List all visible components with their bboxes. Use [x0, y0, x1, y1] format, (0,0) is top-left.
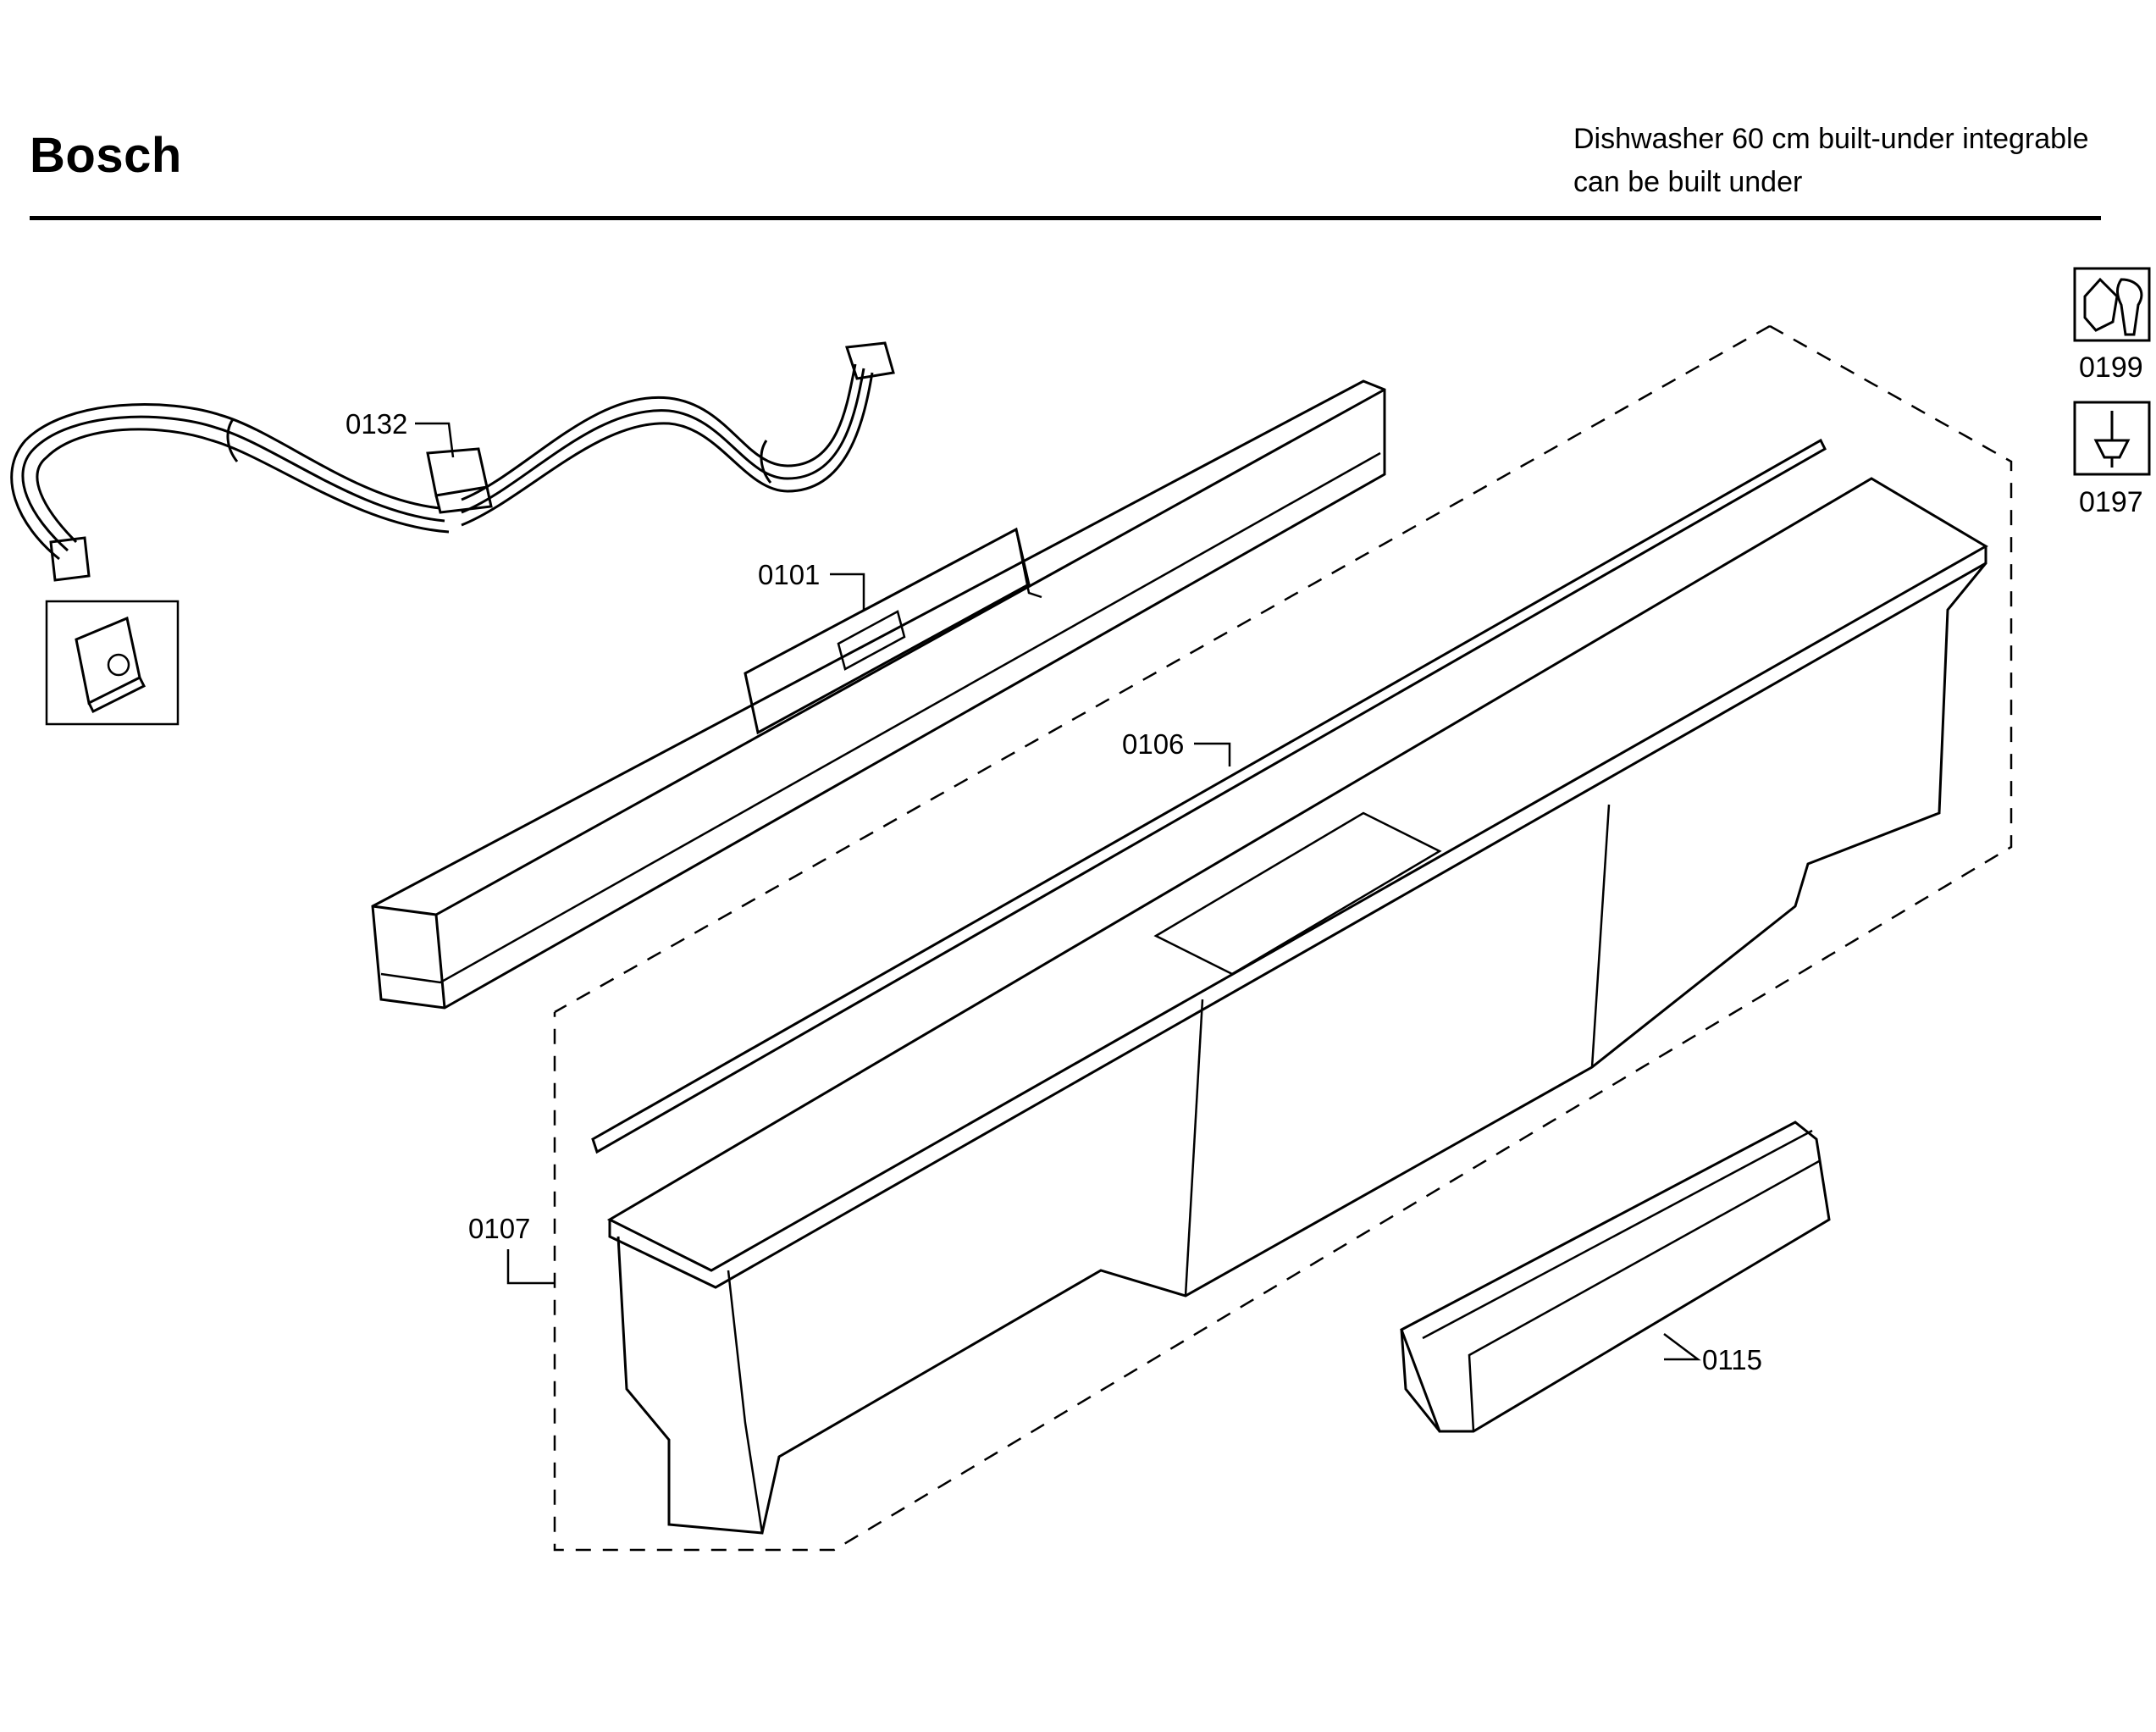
screwdriver-icon: [2073, 401, 2151, 476]
part-label-0101: 0101: [758, 559, 820, 590]
seal-strip: [591, 438, 1827, 1154]
model-description-line-2: can be built under: [1573, 166, 1803, 198]
part-label-0132: 0132: [346, 408, 407, 440]
part-label-0115: 0115: [1702, 1344, 1762, 1375]
control-panel: [606, 477, 1988, 1535]
control-module: [371, 379, 1386, 1010]
leader-0132: [415, 422, 455, 458]
part-label-0106: 0106: [1122, 728, 1184, 760]
leader-0101: [830, 573, 865, 610]
connector-detail-inset: [45, 600, 180, 726]
handle: [1400, 1121, 1831, 1433]
leader-0115: [1663, 1333, 1701, 1361]
assembly-boundary: [553, 324, 2013, 1552]
wrench-icon: [2073, 267, 2151, 342]
header-divider: [30, 216, 2101, 220]
leader-0106: [1194, 742, 1231, 766]
wire-harness: [10, 341, 895, 582]
tool-label-0197: 0197: [2079, 486, 2143, 518]
tool-label-0199: 0199: [2079, 351, 2143, 384]
leader-0107: [506, 1249, 555, 1285]
model-description-line-1: Dishwasher 60 cm built-under integrable: [1573, 123, 2089, 155]
part-label-0107: 0107: [468, 1213, 530, 1244]
brand-name: Bosch: [30, 128, 182, 183]
assembly-boundary-upper: [554, 324, 1771, 1014]
